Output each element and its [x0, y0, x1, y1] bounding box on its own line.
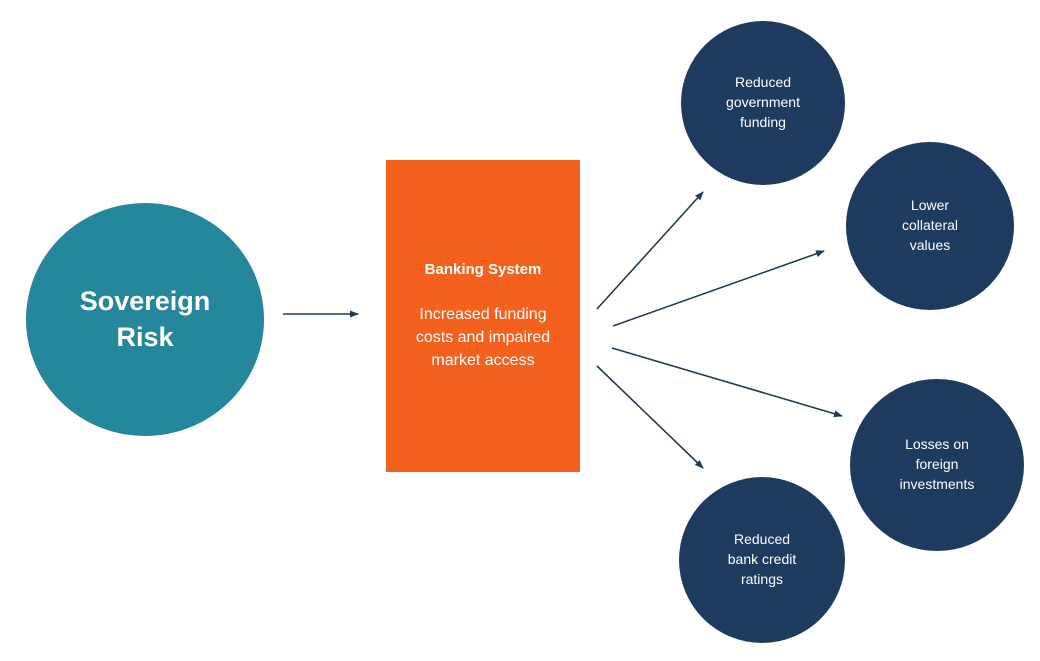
node-lower-collateral-values: Lower collateral values: [846, 142, 1014, 310]
node-sovereign-risk: Sovereign Risk: [26, 203, 264, 436]
node-reduced-government-funding: Reduced government funding: [681, 21, 845, 185]
losses-foreign-investments-label: Losses on foreign investments: [899, 436, 975, 492]
node-banking-system: Banking System Increased funding costs a…: [386, 160, 580, 472]
node-reduced-bank-credit-ratings: Reduced bank credit ratings: [679, 477, 845, 643]
banking-system-description: Increased funding costs and impaired mar…: [415, 306, 551, 369]
lower-collateral-values-label: Lower collateral values: [901, 197, 959, 253]
arrow-banking-to-reduced-government-funding: [596, 191, 704, 310]
arrow-banking-to-lower-collateral-values: [612, 250, 825, 327]
node-losses-foreign-investments: Losses on foreign investments: [850, 379, 1024, 551]
arrow-banking-to-losses-foreign-investments: [611, 347, 843, 418]
banking-system-title: Banking System: [424, 261, 542, 279]
arrow-banking-to-reduced-bank-credit-ratings: [596, 365, 704, 469]
sovereign-risk-label: Sovereign Risk: [79, 286, 211, 352]
reduced-bank-credit-ratings-label: Reduced bank credit ratings: [727, 531, 797, 587]
reduced-government-funding-label: Reduced government funding: [726, 74, 800, 130]
